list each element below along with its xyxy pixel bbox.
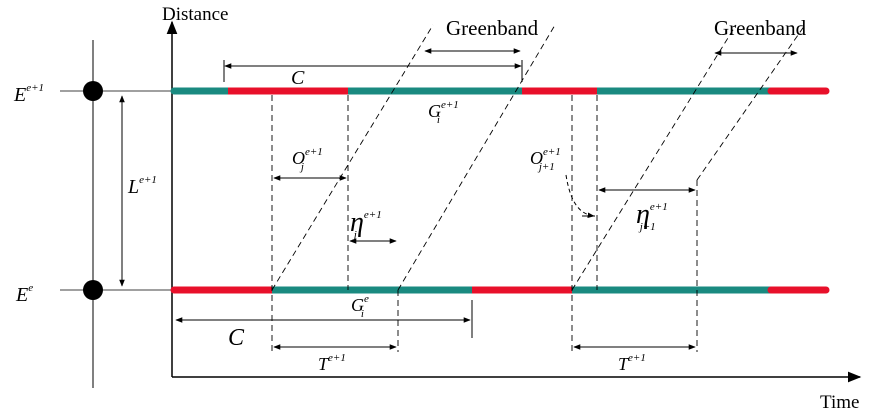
node-lower-label: Ee: [15, 282, 33, 306]
greenband-label-1: Greenband: [446, 16, 539, 40]
cycle-bottom-label: C: [228, 325, 245, 351]
x-axis-label: Time: [820, 392, 859, 413]
y-axis-label: Distance: [162, 4, 228, 25]
greenband-trajectories: [271, 24, 806, 291]
vertical-guides: [271, 95, 698, 352]
node-lower: [83, 280, 103, 300]
t-label-2: Te+1: [618, 352, 646, 374]
cycle-top-label: C: [291, 67, 305, 89]
distance-label: Le+1: [127, 174, 157, 198]
t-label-1: Te+1: [318, 352, 346, 374]
node-upper-label: Ee+1: [13, 82, 44, 106]
greenband-label-2: Greenband: [714, 16, 807, 40]
node-upper: [83, 81, 103, 101]
offset-j1-arrow: [565, 174, 595, 218]
